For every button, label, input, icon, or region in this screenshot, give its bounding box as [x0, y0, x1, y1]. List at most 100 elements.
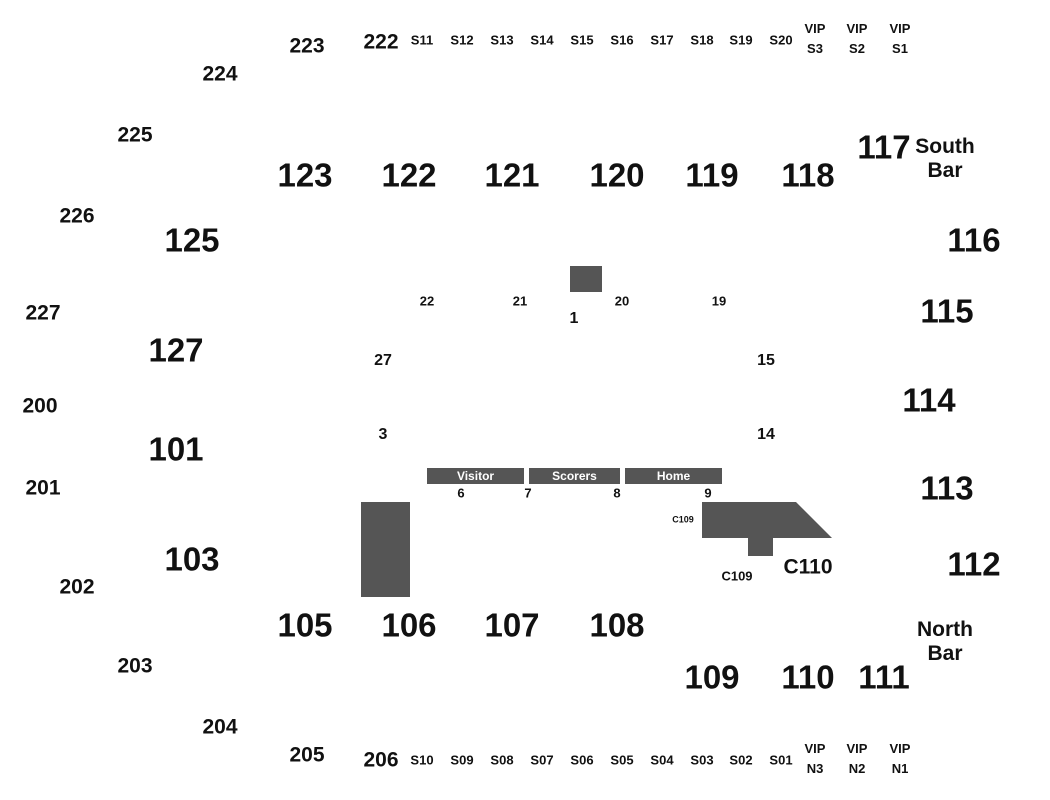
section-117[interactable]: 117 [857, 128, 911, 166]
vip-suite-n2[interactable]: VIP N2 [847, 739, 868, 779]
floor-section-1[interactable]: 1 [569, 310, 579, 327]
suite-s18[interactable]: S18 [690, 32, 714, 48]
section-115[interactable]: 115 [920, 292, 974, 330]
section-113[interactable]: 113 [920, 469, 974, 507]
section-118[interactable]: 118 [781, 156, 835, 194]
suite-s15[interactable]: S15 [570, 32, 594, 48]
suite-s08[interactable]: S08 [490, 752, 514, 768]
vip-suite-id: N2 [848, 761, 866, 776]
bar-label-line: Bar [927, 642, 963, 665]
section-205[interactable]: 205 [289, 743, 325, 767]
vip-label: VIP [804, 740, 826, 756]
floor-section-9[interactable]: 9 [704, 485, 712, 501]
floor-section-27[interactable]: 27 [374, 352, 392, 369]
section-110[interactable]: 110 [781, 658, 835, 696]
section-120[interactable]: 120 [589, 156, 645, 194]
floor-section-7[interactable]: 7 [524, 485, 532, 501]
club-c109-label[interactable]: C109 [721, 568, 753, 584]
floor-section-21[interactable]: 21 [512, 293, 528, 309]
section-224[interactable]: 224 [202, 62, 238, 86]
section-101[interactable]: 101 [148, 430, 204, 468]
vip-suite-s2[interactable]: VIP S2 [847, 19, 868, 59]
suite-s17[interactable]: S17 [650, 32, 674, 48]
club-c110-label[interactable]: C110 [783, 555, 833, 579]
floor-section-19[interactable]: 19 [711, 293, 727, 309]
vip-suite-id: N1 [891, 761, 909, 776]
section-107[interactable]: 107 [484, 606, 540, 644]
floor-section-15[interactable]: 15 [757, 352, 775, 369]
suite-s12[interactable]: S12 [450, 32, 474, 48]
section-201[interactable]: 201 [25, 476, 61, 500]
section-119[interactable]: 119 [685, 156, 739, 194]
suite-s02[interactable]: S02 [729, 752, 753, 768]
suite-s16[interactable]: S16 [610, 32, 634, 48]
section-114[interactable]: 114 [902, 381, 956, 419]
section-111[interactable]: 111 [858, 658, 910, 696]
suite-s11[interactable]: S11 [410, 32, 434, 48]
vip-label: VIP [889, 20, 911, 36]
suite-s01[interactable]: S01 [769, 752, 793, 768]
suite-s10[interactable]: S10 [410, 752, 434, 768]
floor-section-1-block[interactable] [570, 266, 602, 292]
scorers-table[interactable]: Scorers [529, 468, 620, 484]
floor-section-20[interactable]: 20 [614, 293, 630, 309]
vip-suite-s1[interactable]: VIP S1 [890, 19, 911, 59]
section-123[interactable]: 123 [277, 156, 333, 194]
section-112[interactable]: 112 [947, 545, 1001, 583]
south-bar[interactable]: South Bar [915, 135, 974, 183]
suite-s06[interactable]: S06 [570, 752, 594, 768]
floor-section-8[interactable]: 8 [613, 485, 621, 501]
club-c109-small-label[interactable]: C109 [672, 514, 694, 525]
suite-s20[interactable]: S20 [769, 32, 793, 48]
suite-s05[interactable]: S05 [610, 752, 634, 768]
section-226[interactable]: 226 [59, 204, 95, 228]
section-200[interactable]: 200 [22, 394, 58, 418]
section-223[interactable]: 223 [289, 34, 325, 58]
section-125[interactable]: 125 [164, 221, 220, 259]
section-225[interactable]: 225 [117, 123, 153, 147]
section-106[interactable]: 106 [381, 606, 437, 644]
section-227[interactable]: 227 [25, 301, 61, 325]
section-109[interactable]: 109 [684, 658, 740, 696]
section-116[interactable]: 116 [947, 221, 1001, 259]
vip-label: VIP [804, 20, 826, 36]
section-127[interactable]: 127 [148, 331, 204, 369]
club-c110-shape[interactable] [702, 502, 832, 556]
home-bench[interactable]: Home [625, 468, 722, 484]
vip-suite-s3[interactable]: VIP S3 [805, 19, 826, 59]
section-108[interactable]: 108 [589, 606, 645, 644]
vip-label: VIP [889, 740, 911, 756]
section-122[interactable]: 122 [381, 156, 437, 194]
floor-section-6[interactable]: 6 [457, 485, 465, 501]
bar-label-line: South [915, 134, 975, 158]
section-222[interactable]: 222 [363, 30, 399, 54]
suite-s19[interactable]: S19 [729, 32, 753, 48]
vip-suite-id: N3 [806, 761, 824, 776]
floor-section-3[interactable]: 3 [378, 426, 388, 443]
vip-suite-n3[interactable]: VIP N3 [805, 739, 826, 779]
section-103[interactable]: 103 [164, 540, 220, 578]
bar-label-line: Bar [927, 159, 963, 182]
vip-suite-id: S2 [849, 41, 865, 56]
north-bar[interactable]: North Bar [917, 618, 973, 666]
suite-s14[interactable]: S14 [530, 32, 554, 48]
section-202[interactable]: 202 [59, 575, 95, 599]
section-204[interactable]: 204 [202, 715, 238, 739]
section-206[interactable]: 206 [363, 748, 399, 772]
vip-suite-n1[interactable]: VIP N1 [890, 739, 911, 779]
vip-suite-id: S1 [892, 41, 908, 56]
suite-s03[interactable]: S03 [690, 752, 714, 768]
floor-section-22[interactable]: 22 [419, 293, 435, 309]
suite-s07[interactable]: S07 [530, 752, 554, 768]
vip-suite-id: S3 [807, 41, 823, 56]
suite-s13[interactable]: S13 [490, 32, 514, 48]
floor-section-14[interactable]: 14 [757, 426, 775, 443]
tunnel-block [361, 502, 410, 597]
section-121[interactable]: 121 [484, 156, 540, 194]
section-105[interactable]: 105 [277, 606, 333, 644]
visitor-bench[interactable]: Visitor [427, 468, 524, 484]
suite-s04[interactable]: S04 [650, 752, 674, 768]
suite-s09[interactable]: S09 [450, 752, 474, 768]
section-203[interactable]: 203 [117, 654, 153, 678]
